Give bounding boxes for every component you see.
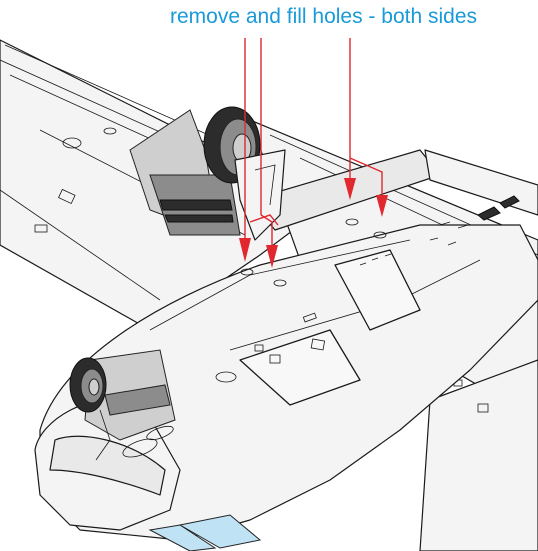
arrow-icon bbox=[344, 178, 356, 200]
instruction-label: remove and fill holes - both sides bbox=[170, 5, 477, 28]
nose-section bbox=[34, 349, 262, 551]
arrow-icon bbox=[239, 238, 251, 262]
callout-group-left bbox=[239, 38, 287, 287]
arrow-icon bbox=[376, 195, 388, 217]
arrow-icon bbox=[266, 245, 278, 268]
main-landing-gear bbox=[129, 106, 286, 241]
callout-group-right bbox=[344, 38, 388, 239]
